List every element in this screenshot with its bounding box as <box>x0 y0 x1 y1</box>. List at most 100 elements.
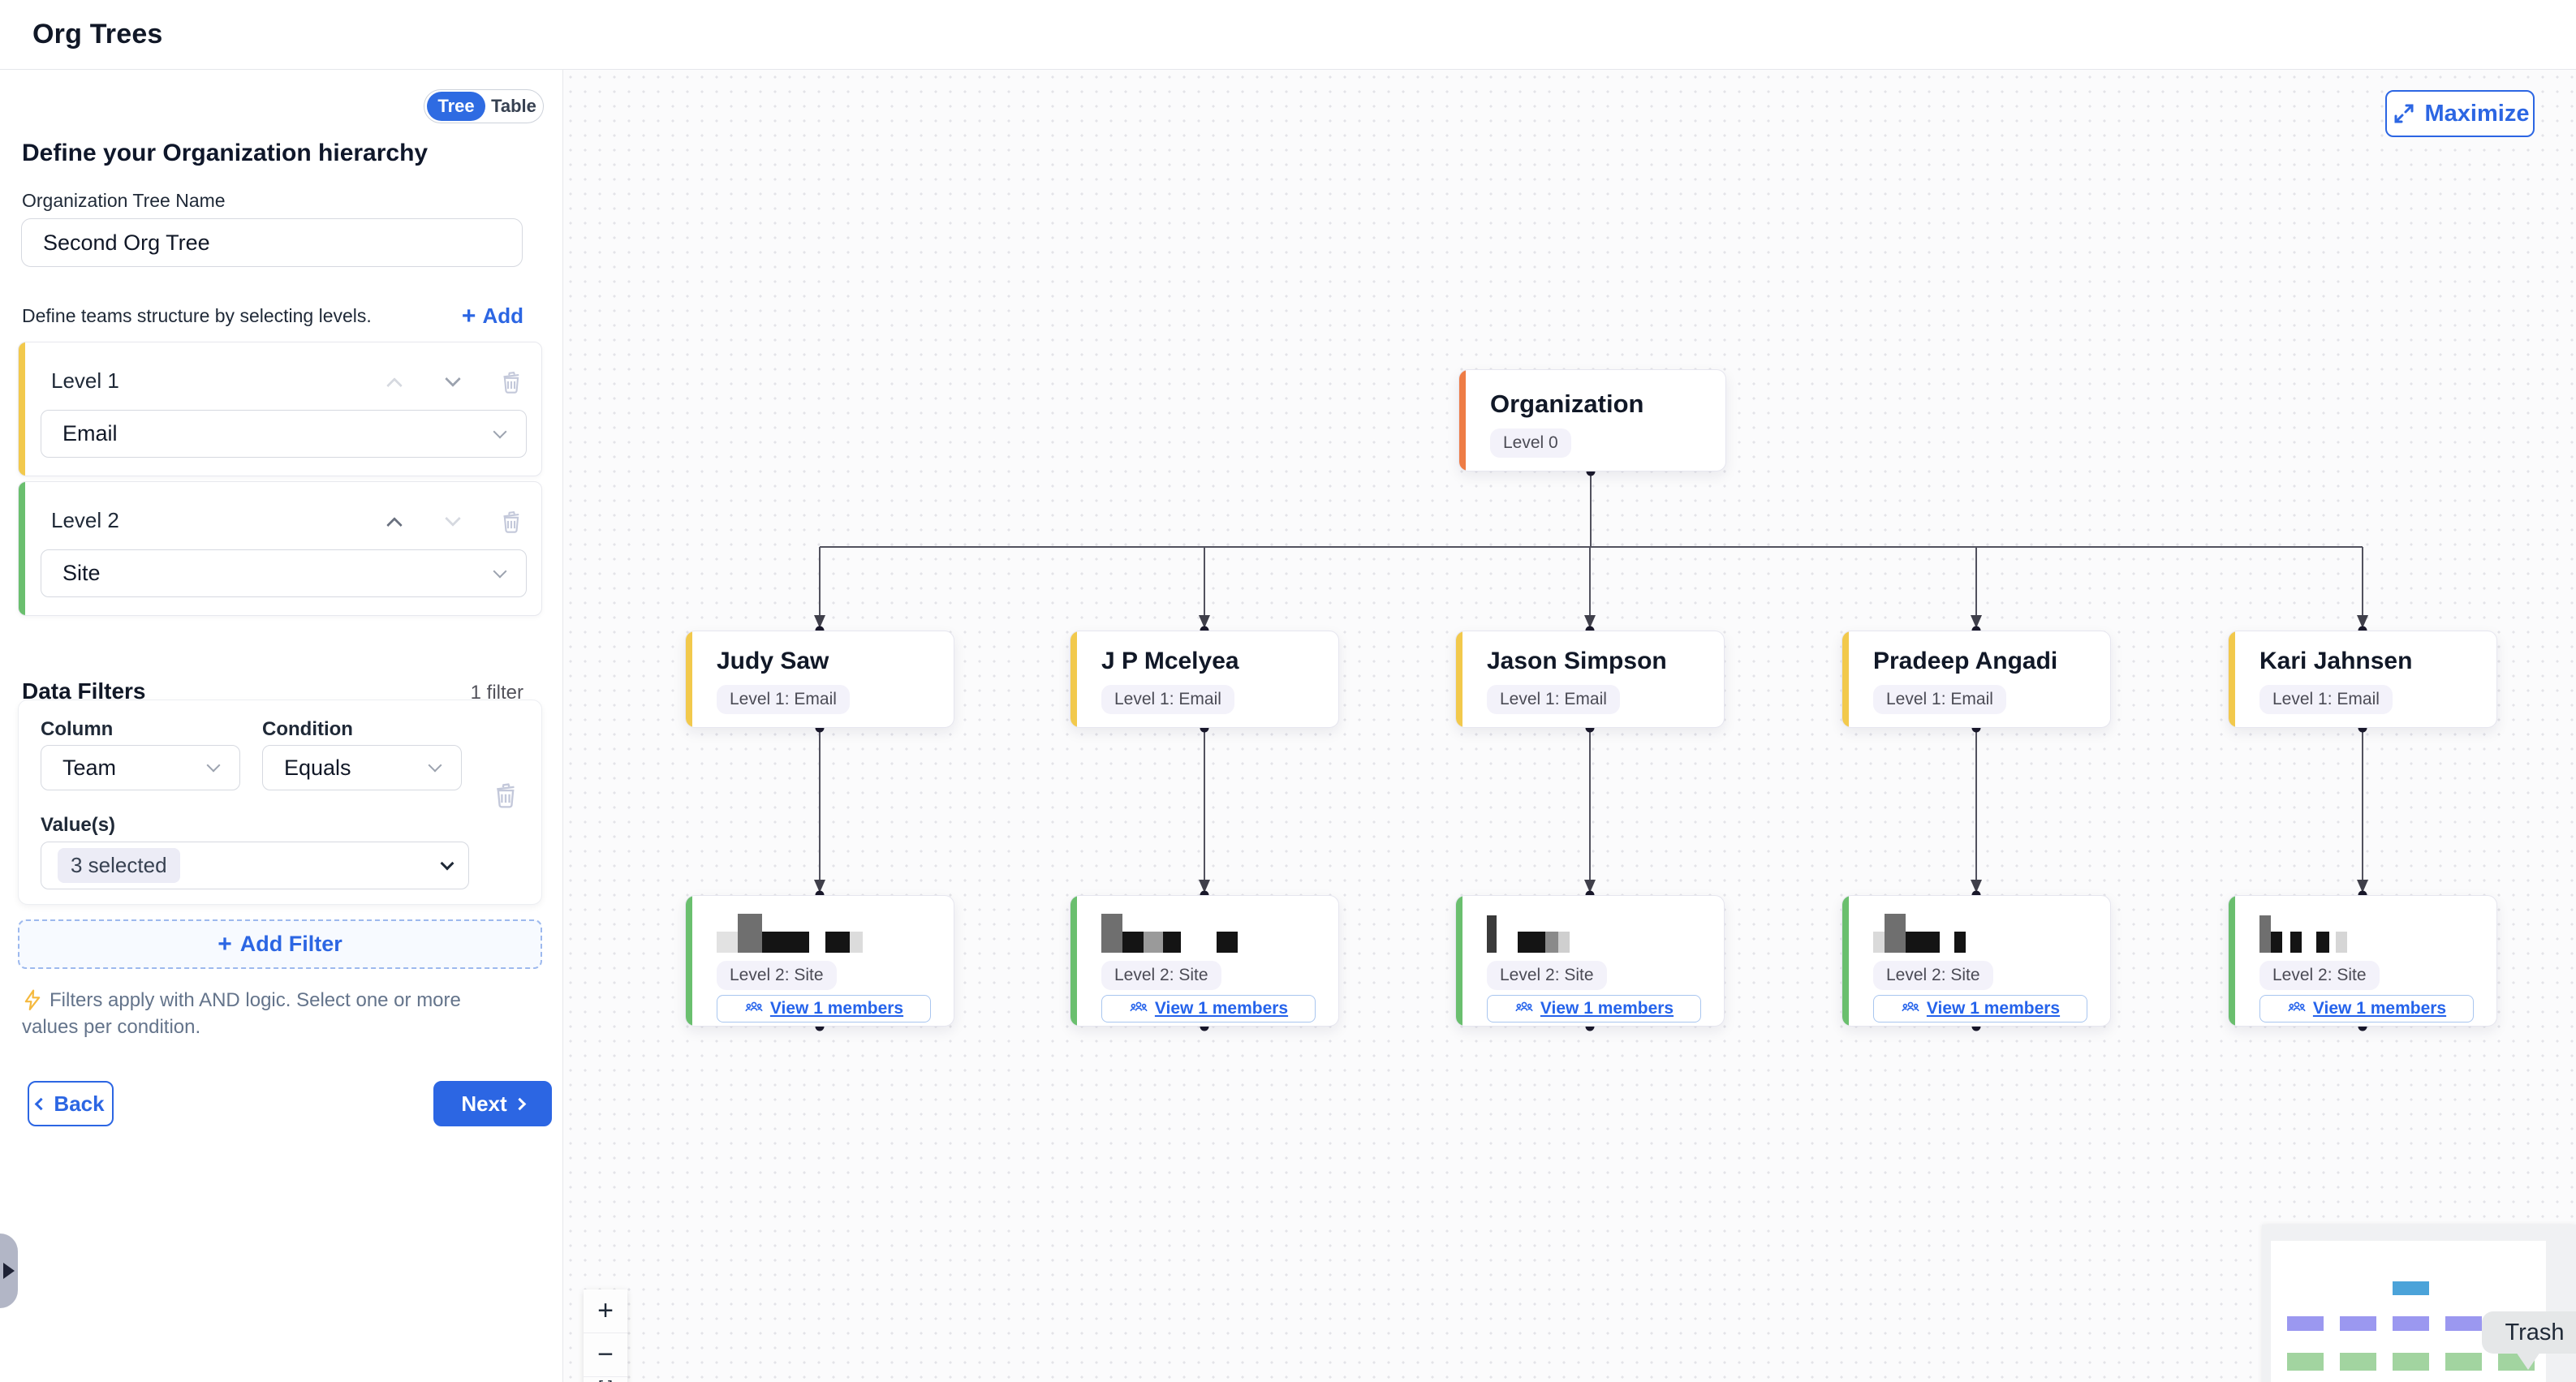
chevron-down-icon <box>206 758 221 773</box>
back-button[interactable]: Back <box>28 1081 114 1126</box>
level1-accent-stripe <box>2229 631 2235 727</box>
org-tree-canvas[interactable]: Maximize Organization Level 0 Judy Saw L… <box>563 70 2576 1382</box>
page-title: Org Trees <box>32 19 163 50</box>
members-icon <box>1130 1001 1148 1012</box>
move-down-button[interactable] <box>441 370 465 394</box>
minimap-level1-node <box>2445 1316 2482 1331</box>
chevron-down-icon <box>445 371 461 387</box>
node-title: Jason Simpson <box>1487 648 1667 674</box>
minimap-level1-node <box>2287 1316 2324 1331</box>
add-filter-button[interactable]: + Add Filter <box>18 919 542 969</box>
redacted-name <box>1873 914 1966 953</box>
arrow-right-icon <box>3 1263 15 1279</box>
column-select[interactable]: Team <box>41 745 240 790</box>
level-badge: Level 1: Email <box>1873 685 2006 714</box>
data-filters-header: Data Filters 1 filter <box>22 678 523 704</box>
members-icon <box>2288 1001 2306 1012</box>
org-node-level1[interactable]: J P Mcelyea Level 1: Email <box>1070 631 1339 728</box>
minimap-level2-node <box>2287 1353 2324 1371</box>
redacted-name <box>1487 914 1570 953</box>
level-badge: Level 2: Site <box>1487 961 1607 990</box>
level-2-label: Level 2 <box>51 508 119 532</box>
minimap-root-node <box>2393 1281 2429 1295</box>
chevron-left-icon <box>35 1097 48 1110</box>
org-node-level2[interactable]: Level 2: Site View 1 members <box>1842 895 2111 1027</box>
condition-select[interactable]: Equals <box>262 745 462 790</box>
next-button[interactable]: Next <box>433 1081 552 1126</box>
chevron-up-icon <box>386 517 403 533</box>
org-node-root[interactable]: Organization Level 0 <box>1458 369 1726 471</box>
sidebar-collapse-handle[interactable] <box>0 1233 18 1308</box>
level1-accent-stripe <box>1842 631 1849 727</box>
members-icon <box>1902 1001 1919 1012</box>
chevron-down-icon <box>440 856 454 870</box>
members-icon <box>745 1001 763 1012</box>
org-node-level1[interactable]: Kari Jahnsen Level 1: Email <box>2228 631 2497 728</box>
table-view-toggle[interactable]: Table <box>491 96 536 116</box>
move-down-button[interactable] <box>441 510 465 534</box>
level-2-field-select[interactable]: Site <box>41 549 527 597</box>
org-node-level1[interactable]: Pradeep Angadi Level 1: Email <box>1842 631 2111 728</box>
root-accent-stripe <box>1459 370 1466 471</box>
maximize-button[interactable]: Maximize <box>2385 90 2535 137</box>
move-up-button[interactable] <box>382 370 407 394</box>
view-members-button[interactable]: View 1 members <box>1101 995 1316 1023</box>
tree-name-label: Organization Tree Name <box>22 190 226 211</box>
chevron-down-icon <box>428 758 442 773</box>
minimap-level2-node <box>2340 1353 2376 1371</box>
level1-accent-stripe <box>1456 631 1462 727</box>
org-node-level2[interactable]: Level 2: Site View 1 members <box>685 895 954 1027</box>
values-label: Value(s) <box>41 814 116 836</box>
level-badge: Level 2: Site <box>1873 961 1993 990</box>
level-badge: Level 2: Site <box>1101 961 1221 990</box>
level-1-field-select[interactable]: Email <box>41 410 527 458</box>
trash-tooltip: Trash <box>2482 1311 2576 1370</box>
tree-name-input[interactable] <box>21 218 523 267</box>
plus-icon: + <box>461 302 476 329</box>
level-badge: Level 1: Email <box>717 685 850 714</box>
org-node-level2[interactable]: Level 2: Site View 1 members <box>1455 895 1725 1027</box>
redacted-name <box>2259 914 2347 953</box>
org-node-level1[interactable]: Jason Simpson Level 1: Email <box>1455 631 1725 728</box>
condition-label: Condition <box>262 718 353 740</box>
redacted-name <box>717 914 863 953</box>
level2-accent-stripe <box>686 896 692 1026</box>
add-level-button[interactable]: + Add <box>461 302 523 329</box>
chevron-down-icon <box>493 564 507 578</box>
org-node-level2[interactable]: Level 2: Site View 1 members <box>1070 895 1339 1027</box>
filters-note: Filters apply with AND logic. Select one… <box>22 989 461 1039</box>
node-title: Pradeep Angadi <box>1873 648 2058 674</box>
zoom-out-button[interactable]: − <box>584 1333 627 1377</box>
level-1-accent-stripe <box>19 342 25 476</box>
delete-filter-button[interactable] <box>493 781 519 809</box>
org-node-level1[interactable]: Judy Saw Level 1: Email <box>685 631 954 728</box>
level1-accent-stripe <box>1070 631 1077 727</box>
tree-view-toggle[interactable]: Tree <box>427 92 485 121</box>
level-1-card: Level 1 Email <box>18 342 542 476</box>
chevron-up-icon <box>386 377 403 394</box>
minimap[interactable] <box>2262 1225 2576 1382</box>
values-multiselect[interactable]: 3 selected <box>41 842 469 889</box>
filter-card: Column Team Condition Equals Value(s) <box>18 700 542 905</box>
selected-count-chip: 3 selected <box>58 848 180 883</box>
level-2-accent-stripe <box>19 482 25 615</box>
redacted-name <box>1101 914 1238 953</box>
move-up-button[interactable] <box>382 510 407 534</box>
fit-view-button[interactable]: [ ] <box>584 1377 627 1382</box>
view-members-button[interactable]: View 1 members <box>1873 995 2087 1023</box>
lightning-icon <box>24 989 41 1010</box>
view-mode-toggle[interactable]: Tree Table <box>424 89 544 123</box>
node-title: Kari Jahnsen <box>2259 648 2413 674</box>
delete-level-button[interactable] <box>499 370 523 394</box>
tooltip-tail <box>2516 1352 2540 1370</box>
view-members-button[interactable]: View 1 members <box>1487 995 1701 1023</box>
sidebar-heading: Define your Organization hierarchy <box>22 140 429 166</box>
minimap-level1-node <box>2393 1316 2429 1331</box>
view-members-button[interactable]: View 1 members <box>2259 995 2474 1023</box>
delete-level-button[interactable] <box>499 510 523 534</box>
view-members-button[interactable]: View 1 members <box>717 995 931 1023</box>
zoom-in-button[interactable]: + <box>584 1289 627 1333</box>
level-badge: Level 1: Email <box>2259 685 2393 714</box>
org-node-level2[interactable]: Level 2: Site View 1 members <box>2228 895 2497 1027</box>
